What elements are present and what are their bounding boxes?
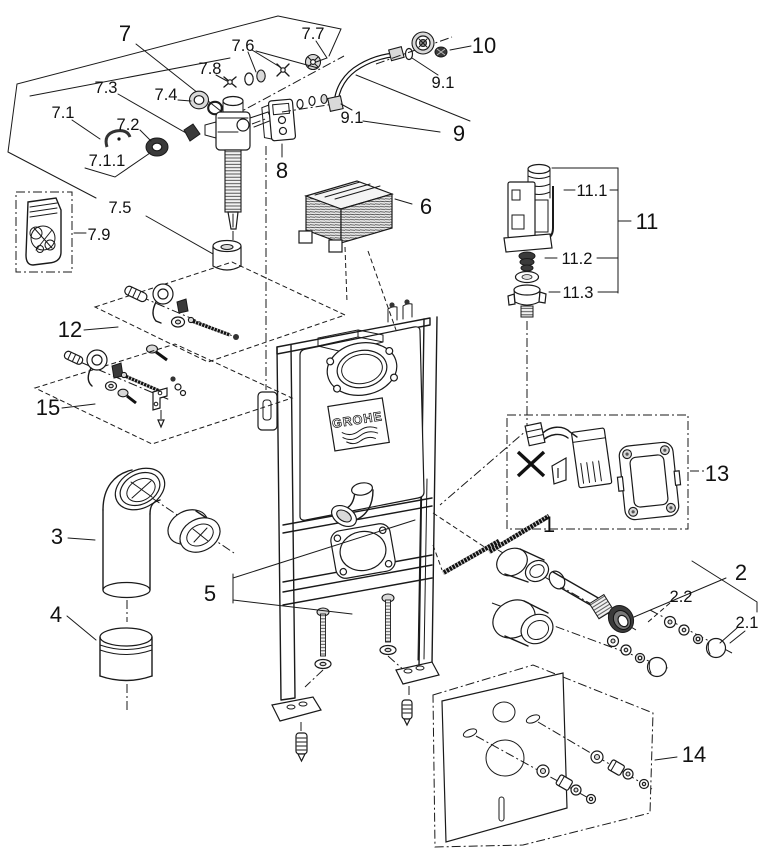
part-4-cap (99, 627, 153, 682)
label-2-2: 2.2 (670, 588, 693, 606)
label-2-1: 2.1 (736, 614, 759, 632)
part-3-collar (167, 509, 221, 553)
label-11-3: 11.3 (563, 284, 594, 302)
part-7-fill-valve (15, 40, 345, 273)
label-15: 15 (36, 395, 60, 420)
label-9: 9 (453, 121, 465, 146)
insulation-fasteners-2 (590, 750, 650, 790)
leaders-part9-10 (340, 45, 472, 133)
bracket-part5 (232, 519, 416, 615)
part-7-3-cone (183, 123, 201, 142)
label-7-4: 7.4 (155, 86, 178, 104)
part-14-insulation-set (432, 664, 678, 848)
flush-pipe (548, 570, 635, 633)
wc-outlet-seat (330, 523, 396, 579)
cone-sleeve-large (492, 599, 554, 647)
label-7-7: 7.7 (302, 25, 325, 43)
label-13: 13 (705, 461, 729, 486)
label-11: 11 (636, 209, 659, 234)
part-2-flush-pipe-set (491, 547, 758, 678)
part-6-protection-box (298, 180, 413, 331)
part-15-fastening-set (33, 343, 294, 445)
label-8: 8 (276, 158, 288, 183)
label-7-1-1: 7.1.1 (89, 152, 126, 170)
part-7-2-nut (145, 137, 169, 157)
hanger-bolt-right (379, 593, 407, 673)
part-11-3-base (507, 284, 547, 318)
part-13-actuation-set (506, 414, 705, 530)
label-7-2: 7.2 (117, 116, 140, 134)
label-9-1b: 9.1 (341, 109, 364, 127)
part-11-2-seal (514, 270, 540, 284)
label-7-9: 7.9 (88, 226, 111, 244)
label-7: 7 (119, 21, 131, 46)
label-3: 3 (51, 524, 63, 549)
label-7-6: 7.6 (232, 37, 255, 55)
foot-right (395, 661, 440, 727)
part-13-cartridge (571, 427, 613, 489)
seal-2-2 (607, 605, 635, 633)
part-7-valve-body (204, 95, 273, 242)
brand-plate: GROHE (327, 397, 390, 452)
hanger-bolt-left (304, 607, 332, 688)
part-12-fastening-set (83, 261, 347, 363)
part-7-1-clip (104, 129, 132, 148)
part-9-supply-hose (327, 31, 472, 133)
label-6: 6 (420, 194, 432, 219)
part-1-threaded-rods (432, 512, 551, 575)
label-9-1a: 9.1 (432, 74, 455, 92)
label-7-3: 7.3 (95, 79, 118, 97)
label-7-8: 7.8 (199, 60, 222, 78)
label-14: 14 (682, 742, 706, 767)
part-7-5-cap (212, 239, 242, 271)
label-11-1: 11.1 (577, 182, 608, 200)
frame-assembly: GROHE (232, 299, 440, 763)
part-7-8-screw (223, 76, 237, 88)
bracket-part11 (544, 167, 632, 294)
cone-sleeve-small (496, 547, 550, 583)
part-10-inlet-disc (411, 31, 448, 58)
label-4: 4 (50, 602, 62, 627)
outlet-elbow (330, 482, 374, 528)
part-7-6-washers (244, 63, 290, 86)
label-11-2: 11.2 (562, 250, 593, 268)
part-11-discharge-valve (439, 163, 632, 506)
part-3-flush-bend (66, 467, 235, 710)
part-7-9-spares-bag (15, 191, 73, 273)
flush-pipe-seat (326, 342, 398, 396)
label-1: 1 (543, 512, 555, 537)
sheet-outline-part7 (7, 15, 342, 264)
label-5: 5 (204, 581, 216, 606)
label-10: 10 (472, 33, 496, 58)
part-7-7-valve (304, 53, 322, 71)
part-8-bracket (251, 93, 335, 390)
insulation-fasteners-1 (536, 764, 597, 805)
part-labels: 7 7.6 7.7 7.8 7.3 7.4 7.1 7.2 7.1.1 7.5 … (36, 21, 759, 767)
leaders-part7 (71, 40, 328, 234)
label-7-5: 7.5 (109, 199, 132, 217)
part-7-4-disc (188, 90, 223, 116)
foot-left (271, 696, 322, 763)
part-13-mounting-frame (616, 441, 682, 521)
label-12: 12 (58, 317, 82, 342)
label-7-1: 7.1 (52, 104, 75, 122)
label-2: 2 (735, 560, 747, 585)
